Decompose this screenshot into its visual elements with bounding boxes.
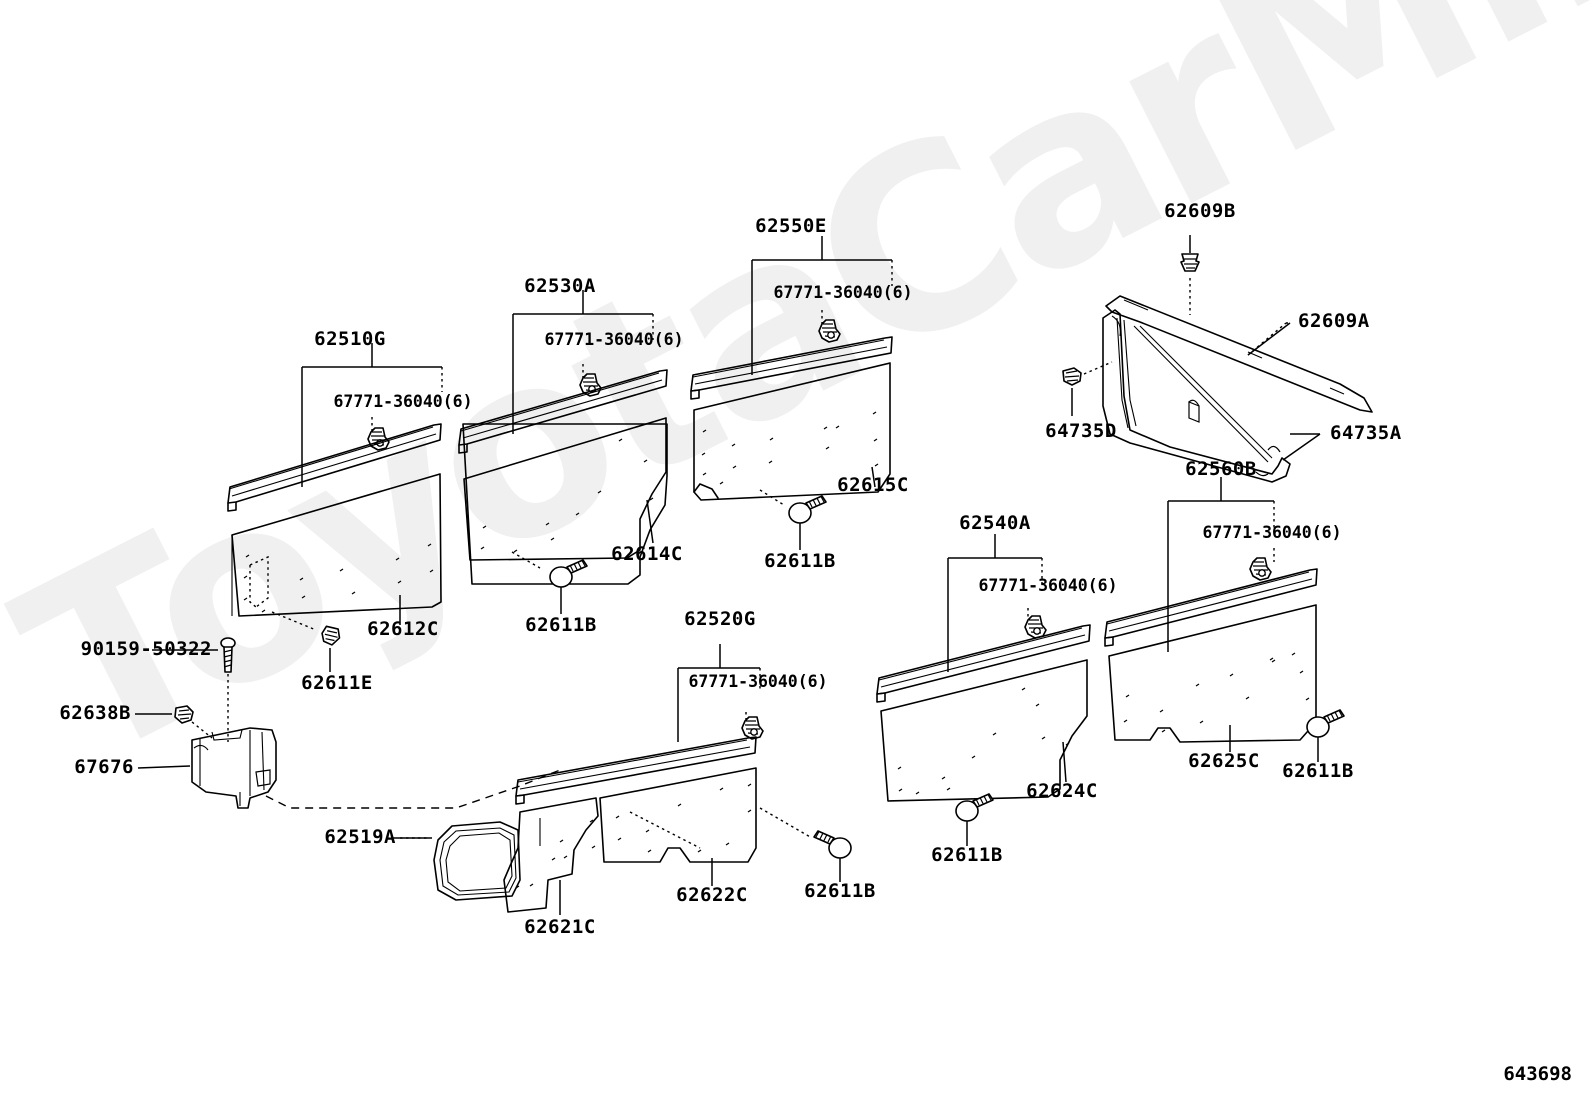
diagram-id: 643698 xyxy=(1503,1063,1572,1085)
label-clip-67771-d: 67771-36040(6) xyxy=(688,672,828,691)
group-62550e xyxy=(690,236,893,550)
label-62611b-a: 62611B xyxy=(525,614,597,636)
label-62550e: 62550E xyxy=(755,215,827,237)
label-62611b-b: 62611B xyxy=(764,550,836,572)
label-clip-67771-f: 67771-36040(6) xyxy=(1202,523,1342,542)
label-62611b-d: 62611B xyxy=(931,844,1003,866)
group-62609 xyxy=(1062,235,1373,483)
label-62625c: 62625C xyxy=(1188,750,1260,772)
label-64735d: 64735D xyxy=(1045,420,1117,442)
label-62611e: 62611E xyxy=(301,672,373,694)
label-clip-67771-e: 67771-36040(6) xyxy=(978,576,1118,595)
label-64735a: 64735A xyxy=(1330,422,1402,444)
label-clip-67771-a: 67771-36040(6) xyxy=(333,392,473,411)
label-62624c: 62624C xyxy=(1026,780,1098,802)
label-62611b-c: 62611B xyxy=(804,880,876,902)
label-62530a: 62530A xyxy=(524,275,596,297)
label-62609b: 62609B xyxy=(1164,200,1236,222)
label-62622c: 62622C xyxy=(676,884,748,906)
label-62638b: 62638B xyxy=(59,702,131,724)
label-62621c: 62621C xyxy=(524,916,596,938)
group-62530a xyxy=(458,290,668,614)
label-clip-67771-b: 67771-36040(6) xyxy=(544,330,684,349)
label-90159-50322: 90159-50322 xyxy=(80,638,212,660)
group-62540a xyxy=(876,534,1091,846)
label-62540a: 62540A xyxy=(959,512,1031,534)
label-62510g: 62510G xyxy=(314,328,386,350)
group-62510g xyxy=(227,343,443,672)
label-62615c: 62615C xyxy=(837,474,909,496)
label-62520g: 62520G xyxy=(684,608,756,630)
label-clip-67771-c: 67771-36040(6) xyxy=(773,283,913,302)
label-62614c: 62614C xyxy=(611,543,683,565)
label-67676: 67676 xyxy=(74,756,134,778)
group-67676 xyxy=(135,637,561,901)
group-62520g xyxy=(503,644,852,915)
label-62519a: 62519A xyxy=(324,826,396,848)
group-62560b xyxy=(1104,477,1345,762)
label-62611b-e: 62611B xyxy=(1282,760,1354,782)
label-62560b: 62560B xyxy=(1185,458,1257,480)
label-62609a: 62609A xyxy=(1298,310,1370,332)
label-62612c: 62612C xyxy=(367,618,439,640)
